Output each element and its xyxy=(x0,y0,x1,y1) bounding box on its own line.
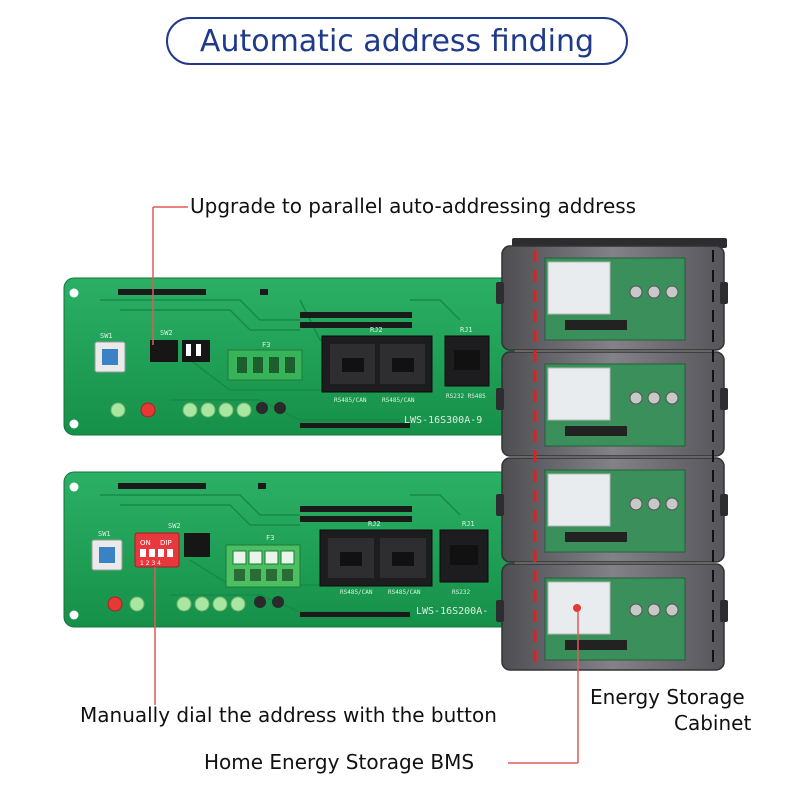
title-pill: Automatic address finding xyxy=(166,17,628,65)
callout-manual-dial: Manually dial the address with the butto… xyxy=(80,703,497,727)
dip-brand-label: DIP xyxy=(160,539,172,547)
model-label-bottom: LWS-16S200A- xyxy=(416,606,488,617)
rj2-label-top: RJ2 xyxy=(370,326,383,334)
sw2-label-bottom: SW2 xyxy=(168,522,181,530)
energy-storage-cabinet xyxy=(496,238,728,671)
rj2-label-bottom: RJ2 xyxy=(368,520,381,528)
rj45-port1-label-top: RS485/CAN xyxy=(334,397,367,404)
rj11-label-top: RS232 RS485 xyxy=(446,393,486,400)
f3-label-top: F3 xyxy=(262,341,270,349)
cabinet-module-4 xyxy=(501,563,725,671)
callout-cabinet-line2: Cabinet xyxy=(674,711,752,735)
bms-board-top: SW1 SW2 F3 RJ2 RS485/CAN RS485/C xyxy=(63,277,515,436)
sw1-label-top: SW1 xyxy=(100,332,113,340)
rj45-port2-label-bottom: RS485/CAN xyxy=(388,589,421,596)
page-title: Automatic address finding xyxy=(199,23,595,59)
f3-label-bottom: F3 xyxy=(266,534,274,542)
rj11-label-bottom: RS232 xyxy=(452,589,470,596)
rj45-port2-label-top: RS485/CAN xyxy=(382,397,415,404)
bms-board-bottom: SW1 SW2 ON DIP 1 2 3 4 F3 xyxy=(63,471,515,628)
callout-lines xyxy=(152,206,579,764)
dip-on-label: ON xyxy=(140,539,151,547)
cabinet-module-3 xyxy=(501,457,725,563)
sw1-label-bottom: SW1 xyxy=(98,530,111,538)
callout-cabinet-line1: Energy Storage xyxy=(590,685,745,709)
dip-numbers: 1 2 3 4 xyxy=(140,560,161,567)
rj45-port1-label-bottom: RS485/CAN xyxy=(340,589,373,596)
sw2-label-top: SW2 xyxy=(160,329,173,337)
rj1-label-top: RJ1 xyxy=(460,326,473,334)
model-label-top: LWS-16S300A-9 xyxy=(404,415,482,426)
cabinet-module-1 xyxy=(501,245,725,351)
callout-bms: Home Energy Storage BMS xyxy=(204,750,475,774)
rj1-label-bottom: RJ1 xyxy=(462,520,475,528)
callout-upgrade: Upgrade to parallel auto-addressing addr… xyxy=(190,194,637,218)
